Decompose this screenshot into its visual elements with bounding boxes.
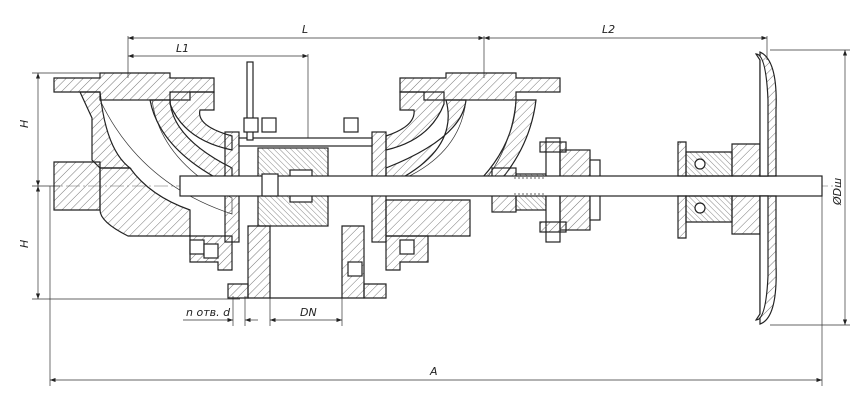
dimension-L1: L1 <box>128 42 309 140</box>
dim-label-L: L <box>302 23 308 36</box>
dimension-A: A <box>49 186 823 386</box>
position-indicator-rod <box>246 61 254 141</box>
dim-label-H-lower: H <box>18 240 31 248</box>
dim-label-L1: L1 <box>176 42 189 55</box>
gland-bolt-top <box>539 141 567 153</box>
bolt-top-left-1 <box>243 117 259 133</box>
bolt-top-left-2 <box>261 117 277 133</box>
dim-label-Dw: ØDш <box>831 178 844 206</box>
dim-label-A: A <box>429 365 438 378</box>
dim-label-H-upper: H <box>18 120 31 128</box>
dimension-Dw: ØDш <box>770 49 850 326</box>
dimension-DN: DN <box>269 298 343 326</box>
yoke-bearing-block <box>677 141 761 239</box>
bolt-bottom-left-2 <box>203 243 219 259</box>
valve-stem <box>179 175 823 197</box>
bolts <box>189 117 415 277</box>
dim-label-L2: L2 <box>602 23 615 36</box>
dimension-holes: n отв. d <box>183 296 258 326</box>
dim-label-DN: DN <box>300 306 317 319</box>
bolt-top-right-1 <box>343 117 359 133</box>
bolt-bottom-right-1 <box>347 261 363 277</box>
gland-bolt-bottom <box>539 221 567 233</box>
dimension-H-lower: H <box>18 186 240 300</box>
dimension-L2: L2 <box>484 23 768 60</box>
bearing-ball-top <box>694 158 706 170</box>
left-valve-body <box>53 72 233 271</box>
stem-collar <box>261 173 279 197</box>
dim-label-holes: n отв. d <box>186 306 231 319</box>
bolt-bottom-left-1 <box>189 239 205 255</box>
bolt-bottom-right-2 <box>399 239 415 255</box>
handwheel <box>754 51 777 325</box>
bearing-ball-bottom <box>694 202 706 214</box>
